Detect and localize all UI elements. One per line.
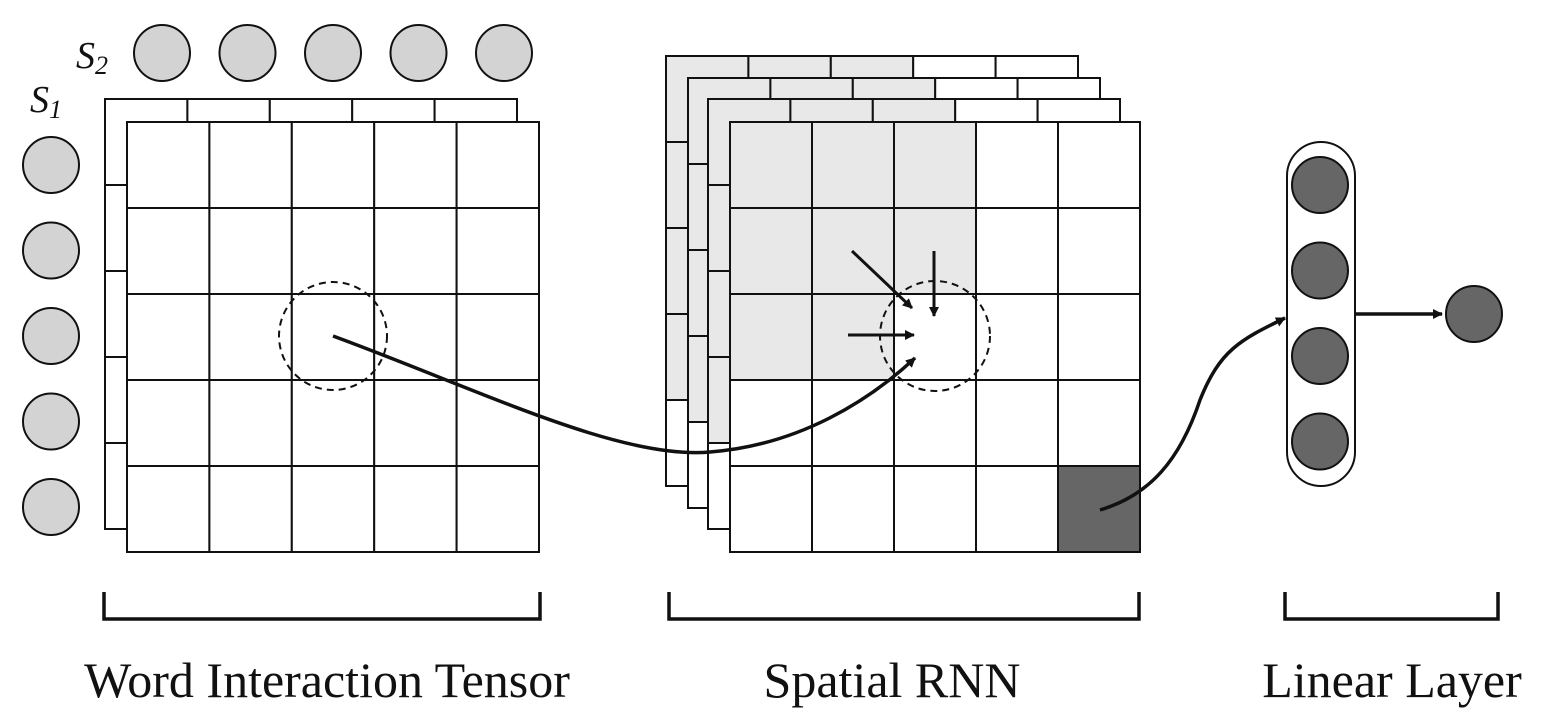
rnn-front-cell xyxy=(975,293,1059,381)
linear-label: Linear Layer xyxy=(1262,652,1522,708)
output-nodes xyxy=(1445,285,1503,343)
diagonal-dependency-arrow xyxy=(850,249,914,310)
rnn-front-cell xyxy=(729,293,813,381)
rnn-front-cell xyxy=(1057,465,1141,553)
s1-word-node xyxy=(22,392,80,451)
sequence-s2: S2 xyxy=(76,24,533,82)
tensor-front-cell xyxy=(373,465,458,553)
rnn-front-cell xyxy=(729,121,813,209)
rnn-bracket xyxy=(667,592,1141,621)
rnn-front-cell xyxy=(729,207,813,295)
tensor-front-cell xyxy=(455,293,541,381)
tensor-front-cell xyxy=(126,207,211,295)
sequence-s2-nodes xyxy=(133,24,533,82)
s1-word-node xyxy=(22,478,80,536)
s2-word-node xyxy=(389,24,448,82)
linear-hidden-nodes xyxy=(1291,156,1349,471)
rnn-front-cell xyxy=(1057,121,1141,209)
s2-word-node xyxy=(218,24,277,82)
rnn-front-cell xyxy=(1057,379,1141,467)
sequence-s1: S1 xyxy=(22,79,80,536)
rnn-front-cell xyxy=(1057,293,1141,381)
rnn-front-grid xyxy=(729,121,1141,553)
tensor-front-cell xyxy=(455,121,541,209)
linear-hidden-node xyxy=(1291,156,1349,214)
rnn-front-cell xyxy=(975,207,1059,295)
sequence-s2-label: S2 xyxy=(76,35,108,80)
tensor-bracket xyxy=(102,592,542,621)
s1-word-node xyxy=(22,307,80,365)
tensor-front-cell xyxy=(455,465,541,553)
linear-layer xyxy=(1286,141,1503,487)
tensor-front-cell xyxy=(208,207,293,295)
s1-word-node xyxy=(22,136,80,194)
s1-word-node xyxy=(22,221,80,280)
tensor-front-cell xyxy=(455,207,541,295)
rnn-front-cell xyxy=(729,379,813,467)
word-interaction-tensor xyxy=(104,98,541,553)
tensor-front-cell xyxy=(126,121,211,209)
tensor-front-cell xyxy=(208,465,293,553)
rnn-front-cell xyxy=(975,121,1059,209)
linear-hidden-node xyxy=(1291,412,1349,471)
rnn-front-cell xyxy=(975,379,1059,467)
output-node xyxy=(1445,285,1503,343)
tensor-front-cell xyxy=(208,379,293,467)
tensor-front-cell xyxy=(455,379,541,467)
rnn-front-cell xyxy=(811,465,895,553)
spatial-rnn xyxy=(665,55,1141,553)
tensor-front-cell xyxy=(290,379,376,467)
tensor-front-cell xyxy=(290,121,376,209)
focus-cell-dashed-circle xyxy=(278,281,388,391)
s2-word-node xyxy=(133,24,191,82)
tensor-front-cell xyxy=(126,293,211,381)
s2-word-node xyxy=(304,24,362,82)
tensor-front-cell xyxy=(373,207,458,295)
tensor-front-cell xyxy=(373,379,458,467)
s2-word-node xyxy=(475,24,533,82)
tensor-front-cell xyxy=(290,465,376,553)
tensor-front-cell xyxy=(126,465,211,553)
sequence-s1-nodes xyxy=(22,136,80,536)
tensor-to-rnn-curve xyxy=(332,334,917,455)
linear-hidden-node xyxy=(1291,327,1349,385)
rnn-front-cell xyxy=(811,379,895,467)
sequence-s1-label: S1 xyxy=(30,79,62,124)
tensor-front-cell xyxy=(373,121,458,209)
rnn-front-cell xyxy=(811,121,895,209)
rnn-front-cell xyxy=(893,379,977,467)
tensor-front-cell xyxy=(208,121,293,209)
rnn-front-cell xyxy=(729,465,813,553)
linear-bracket xyxy=(1283,592,1500,621)
tensor-label: Word Interaction Tensor xyxy=(84,652,570,708)
rnn-front-cell xyxy=(1057,207,1141,295)
tensor-front-cell xyxy=(126,379,211,467)
rnn-front-cell xyxy=(975,465,1059,553)
linear-hidden-node xyxy=(1291,241,1349,300)
rnn-label: Spatial RNN xyxy=(764,652,1021,708)
tensor-front-grid xyxy=(126,121,541,553)
rnn-front-cell xyxy=(811,293,895,381)
rnn-front-cell xyxy=(893,121,977,209)
rnn-to-linear-curve xyxy=(1099,316,1286,512)
rnn-front-cell xyxy=(893,465,977,553)
